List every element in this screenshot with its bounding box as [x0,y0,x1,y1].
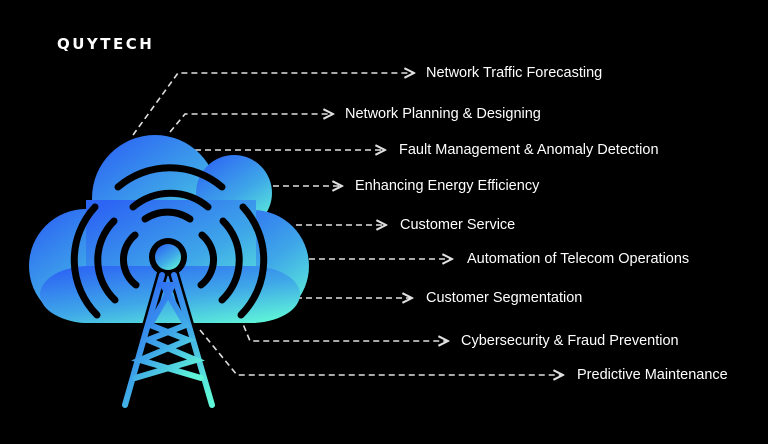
connector-arrow [132,73,414,136]
use-case-label: Customer Service [400,217,516,233]
use-case-label: Fault Management & Anomaly Detection [399,142,659,158]
use-case-label: Network Traffic Forecasting [426,65,603,81]
use-case-label: Enhancing Energy Efficiency [355,178,540,194]
use-case-label: Automation of Telecom Operations [467,251,690,267]
quytech-logo: QUYTECH [57,35,155,53]
use-case-label: Cybersecurity & Fraud Prevention [461,333,679,349]
connector-arrow [169,114,333,133]
use-case-label: Network Planning & Designing [345,106,541,122]
use-case-label: Predictive Maintenance [577,367,728,383]
signal-waves-icon [70,164,268,319]
use-case-label: Customer Segmentation [426,290,583,306]
connector-arrow [199,329,563,375]
tower-icon [119,238,218,411]
